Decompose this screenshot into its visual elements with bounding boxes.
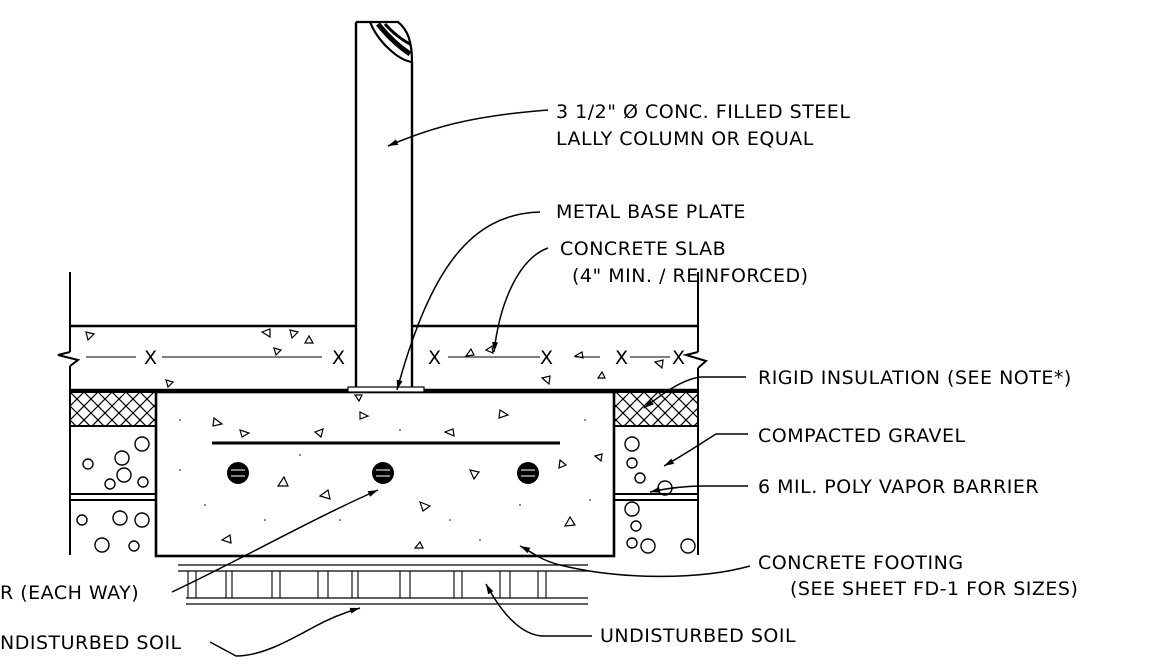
- slab-break-lines: [57, 351, 709, 369]
- gravel-callout: COMPACTED GRAVEL: [758, 425, 966, 447]
- callout-labels: 3 1/2" Ø CONC. FILLED STEEL LALLY COLUMN…: [0, 101, 1078, 654]
- concrete-footing: [154, 390, 616, 558]
- slab-callout-line1: CONCRETE SLAB: [560, 238, 726, 260]
- soil-callout-left: NDISTURBED SOIL: [0, 632, 182, 654]
- undisturbed-soil-hatch: [178, 564, 588, 605]
- slab-callout-line2: (4" MIN. / REINFORCED): [572, 265, 809, 287]
- x-mark: X: [428, 347, 442, 369]
- rigid-insulation: [69, 391, 699, 427]
- x-mark: X: [144, 347, 158, 369]
- lally-column: [354, 20, 414, 390]
- x-mark: X: [615, 347, 629, 369]
- aggregate-marks: [212, 408, 603, 549]
- aggregate-dots: [179, 419, 591, 541]
- concrete-slab: [70, 324, 698, 392]
- base-plate-callout: METAL BASE PLATE: [556, 201, 746, 223]
- rebar-dots: [227, 462, 539, 484]
- soil-callout-right: UNDISTURBED SOIL: [600, 625, 796, 647]
- vapor-barrier-callout: 6 MIL. POLY VAPOR BARRIER: [758, 476, 1039, 498]
- footing-callout-line2: (SEE SHEET FD-1 FOR SIZES): [790, 578, 1078, 600]
- x-mark: X: [540, 347, 554, 369]
- x-mark: X: [672, 347, 686, 369]
- column-callout-line1: 3 1/2" Ø CONC. FILLED STEEL: [556, 101, 850, 123]
- compacted-gravel: [70, 425, 698, 554]
- leader-lines: [171, 109, 751, 657]
- x-mark: X: [332, 347, 346, 369]
- slab-x-marks: X X X X X X: [144, 347, 686, 369]
- rigid-insulation-callout: RIGID INSULATION (SEE NOTE*): [758, 367, 1072, 389]
- column-callout-line2: LALLY COLUMN OR EQUAL: [556, 128, 814, 150]
- rebar-callout: R (EACH WAY): [0, 582, 139, 604]
- metal-base-plate: [347, 386, 425, 393]
- footing-callout-line1: CONCRETE FOOTING: [758, 552, 964, 574]
